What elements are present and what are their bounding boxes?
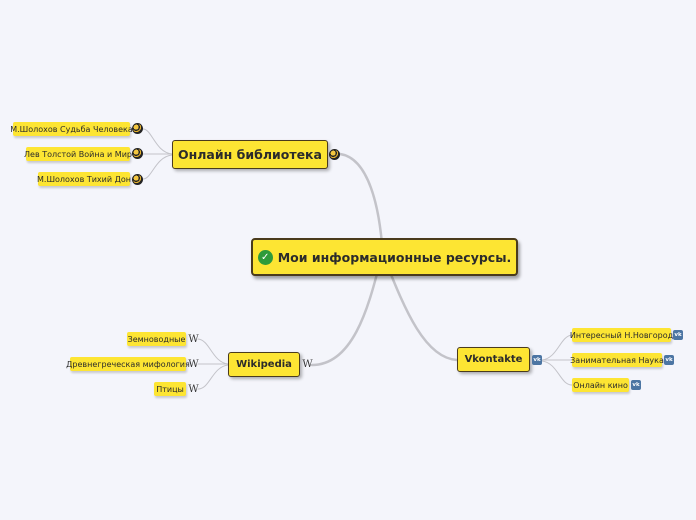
branch-vkontakte-label: Vkontakte [464, 354, 523, 365]
connector-central-vkontakte [384, 260, 459, 362]
wikipedia-icon[interactable]: W [188, 359, 199, 370]
central-topic[interactable]: ✓ Мои информационные ресурсы. [251, 238, 518, 276]
globe-icon[interactable] [132, 123, 143, 134]
leaf-greek-mythology[interactable]: Древнегреческая мифология [66, 357, 190, 371]
wikipedia-icon[interactable]: W [188, 384, 199, 395]
leaf-interesting-nnovgorod[interactable]: Интересный Н.Новгород [569, 328, 674, 342]
leaf-label: Древнегреческая мифология [66, 359, 190, 369]
central-topic-label: Мои информационные ресурсы. [277, 249, 512, 265]
wikipedia-icon[interactable]: W [302, 359, 313, 370]
branch-online-library-label: Онлайн библиотека [178, 147, 322, 162]
branch-vkontakte[interactable]: Vkontakte [457, 347, 530, 372]
connector-vkontakte-leaf [541, 360, 573, 386]
branch-wikipedia-label: Wikipedia [236, 359, 292, 370]
leaf-label: Птицы [156, 384, 184, 394]
leaf-tolstoy-war-peace[interactable]: Лев Толстой Война и Мир [24, 147, 132, 161]
connector-wikipedia-leaf [197, 364, 229, 390]
connector-library-leaf [142, 154, 173, 180]
leaf-label: Интересный Н.Новгород [569, 330, 674, 340]
globe-icon[interactable] [329, 149, 340, 160]
vk-icon[interactable]: vk [664, 355, 674, 365]
connector-vkontakte-leaf [541, 334, 573, 361]
globe-icon[interactable] [132, 174, 143, 185]
leaf-online-cinema[interactable]: Онлайн кино [572, 378, 629, 392]
leaf-sholokhov-fate[interactable]: М.Шолохов Судьба Человека [10, 122, 133, 136]
branch-online-library[interactable]: Онлайн библиотека [172, 140, 328, 169]
branch-wikipedia[interactable]: Wikipedia [228, 352, 300, 377]
connector-wikipedia-leaf [197, 338, 229, 365]
leaf-label: Занимательная Наука [570, 355, 664, 365]
wikipedia-icon[interactable]: W [188, 334, 199, 345]
check-icon: ✓ [257, 249, 273, 265]
leaf-label: М.Шолохов Судьба Человека [10, 124, 133, 134]
vk-icon[interactable]: vk [532, 355, 542, 365]
globe-icon[interactable] [132, 148, 143, 159]
vk-icon[interactable]: vk [631, 380, 641, 390]
vk-icon[interactable]: vk [673, 330, 683, 340]
leaf-entertaining-science[interactable]: Занимательная Наука [570, 353, 664, 367]
connector-library-leaf [142, 128, 173, 155]
connector-central-wikipedia [310, 260, 382, 367]
leaf-label: М.Шолохов Тихий Дон [37, 174, 131, 184]
leaf-birds[interactable]: Птицы [154, 382, 186, 396]
leaf-label: Земноводные [127, 334, 186, 344]
leaf-amphibians[interactable]: Земноводные [127, 332, 186, 346]
leaf-label: Онлайн кино [573, 380, 628, 390]
leaf-sholokhov-quiet-don[interactable]: М.Шолохов Тихий Дон [37, 172, 131, 186]
leaf-label: Лев Толстой Война и Мир [24, 149, 132, 159]
